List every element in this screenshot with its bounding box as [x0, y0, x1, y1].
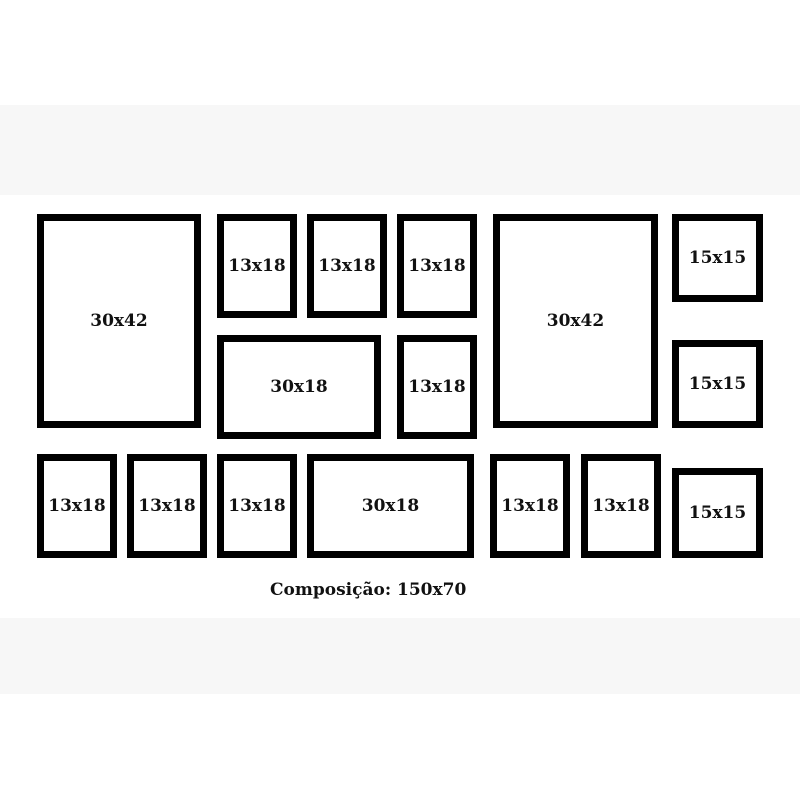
- composition-caption: Composição: 150x70: [270, 580, 467, 600]
- frame-13x18-bottom-2: 13x18: [127, 454, 207, 558]
- frame-label: 15x15: [688, 248, 747, 268]
- frame-label: 13x18: [501, 496, 559, 516]
- frame-30x18-middle: 30x18: [217, 335, 381, 439]
- frame-13x18-bottom-5: 13x18: [581, 454, 661, 558]
- background-band-top: [0, 105, 800, 195]
- frame-13x18-top-1: 13x18: [217, 214, 297, 318]
- frame-13x18-top-3: 13x18: [397, 214, 477, 318]
- frame-30x42-left: 30x42: [37, 214, 201, 428]
- frame-13x18-middle: 13x18: [397, 335, 477, 439]
- frame-label: 13x18: [228, 256, 286, 276]
- frame-15x15-top: 15x15: [672, 214, 763, 302]
- frame-label: 13x18: [318, 256, 376, 276]
- frame-15x15-middle: 15x15: [672, 340, 763, 428]
- frame-label: 13x18: [592, 496, 650, 516]
- frame-30x18-bottom: 30x18: [307, 454, 474, 558]
- frame-label: 30x42: [546, 311, 605, 331]
- frame-label: 13x18: [408, 377, 466, 397]
- frame-label: 13x18: [408, 256, 466, 276]
- frame-30x42-right: 30x42: [493, 214, 658, 428]
- frame-13x18-bottom-4: 13x18: [490, 454, 570, 558]
- frame-label: 13x18: [228, 496, 286, 516]
- frame-15x15-bottom: 15x15: [672, 468, 763, 558]
- frame-label: 15x15: [688, 503, 747, 523]
- frame-13x18-top-2: 13x18: [307, 214, 387, 318]
- frame-13x18-bottom-3: 13x18: [217, 454, 297, 558]
- background-band-bottom: [0, 618, 800, 694]
- frame-label: 13x18: [138, 496, 196, 516]
- frame-label: 13x18: [48, 496, 106, 516]
- frame-label: 30x42: [90, 311, 148, 331]
- frame-label: 30x18: [270, 377, 328, 397]
- frame-label: 30x18: [361, 496, 420, 516]
- frame-label: 15x15: [688, 374, 747, 394]
- frame-13x18-bottom-1: 13x18: [37, 454, 117, 558]
